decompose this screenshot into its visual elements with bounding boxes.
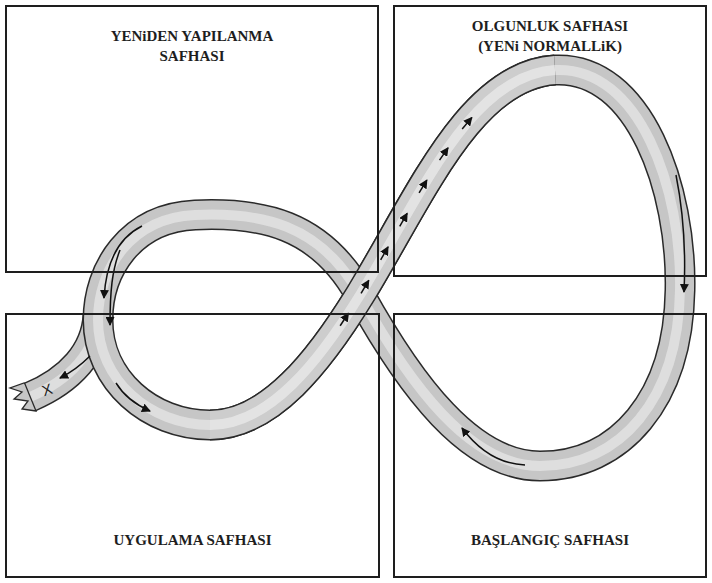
phase-title: YENiDEN YAPILANMA SAFHASI <box>92 27 292 66</box>
flow-arrows <box>60 175 685 465</box>
over-strand <box>210 70 555 425</box>
dash-arrow <box>462 117 472 128</box>
dash-arrow <box>400 213 407 226</box>
phase-title: OLGUNLUK SAFHASI <box>472 17 628 37</box>
phase-title: UYGULAMA SAFHASI <box>114 531 272 551</box>
phase-title: BAŞLANGIÇ SAFHASI <box>471 531 629 551</box>
dash-arrow <box>361 280 369 293</box>
dash-arrow <box>381 247 388 260</box>
phase-title: (YENi NORMALLiK) <box>478 37 622 57</box>
phase-box: UYGULAMA SAFHASI <box>5 313 380 578</box>
dash-arrow <box>440 148 448 160</box>
dash-arrow <box>340 313 348 325</box>
phase-box: BAŞLANGIÇ SAFHASI <box>393 313 707 578</box>
loop-band <box>98 70 680 466</box>
dashed-flow-arrows <box>340 117 472 325</box>
dash-arrow <box>419 180 427 193</box>
phase-box: OLGUNLUK SAFHASI(YENi NORMALLiK) <box>393 5 707 277</box>
phase-box: YENiDEN YAPILANMA SAFHASI <box>5 5 379 273</box>
